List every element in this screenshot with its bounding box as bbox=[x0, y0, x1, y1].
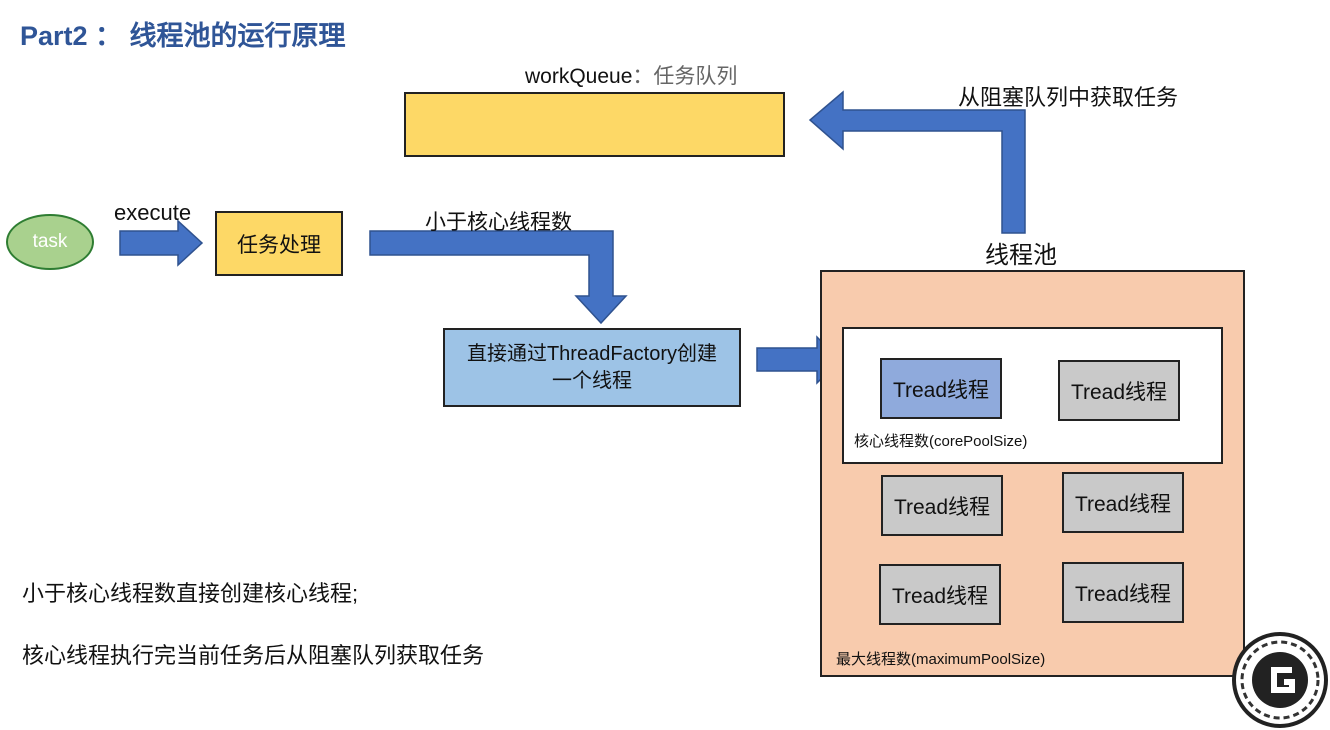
pool-to-queue-arrow bbox=[808, 90, 1026, 234]
thread-label: Tread线程 bbox=[891, 584, 989, 608]
page-title: Part2 ： 线程池的运行原理 bbox=[20, 21, 346, 51]
thread-6: Tread线程 bbox=[1062, 562, 1184, 623]
less-than-core-label: 小于核心线程数 bbox=[425, 211, 572, 234]
thread-label: Tread线程 bbox=[1074, 492, 1172, 516]
thread-label: Tread线程 bbox=[1074, 582, 1172, 606]
thread-label: Tread线程 bbox=[1070, 380, 1168, 404]
watermark-logo bbox=[1232, 632, 1328, 728]
from-queue-label: 从阻塞队列中获取任务 bbox=[958, 85, 1179, 110]
task-process-label: 任务处理 bbox=[237, 233, 321, 257]
work-queue-desc: 任务队列 bbox=[653, 65, 738, 88]
thread-5: Tread线程 bbox=[879, 564, 1001, 625]
thread-pool-label: 线程池 bbox=[985, 242, 1057, 269]
execute-arrow bbox=[119, 219, 204, 267]
task-label: task bbox=[32, 231, 68, 252]
work-queue-separator: ： bbox=[632, 65, 654, 88]
thread-label: Tread线程 bbox=[893, 495, 991, 519]
execute-label: execute bbox=[114, 200, 192, 225]
work-queue-label: workQueue：任务队列 bbox=[525, 60, 737, 90]
work-queue-box bbox=[404, 92, 785, 157]
create-thread-line-1: 直接通过ThreadFactory创建 bbox=[466, 342, 718, 365]
thread-3: Tread线程 bbox=[881, 475, 1003, 536]
core-thread-1: Tread线程 bbox=[880, 358, 1002, 419]
task-node: task bbox=[6, 214, 94, 270]
note-line-2: 核心线程执行完当前任务后从阻塞队列获取任务 bbox=[22, 643, 485, 668]
task-process-box: 任务处理 bbox=[215, 211, 343, 276]
create-thread-line-2: 一个线程 bbox=[552, 369, 632, 392]
thread-label: Tread线程 bbox=[892, 378, 990, 402]
work-queue-name: workQueue bbox=[525, 65, 633, 88]
note-line-1: 小于核心线程数直接创建核心线程; bbox=[22, 581, 359, 606]
core-thread-2: Tread线程 bbox=[1058, 360, 1180, 421]
core-pool-caption: 核心线程数(corePoolSize) bbox=[854, 433, 1028, 450]
thread-4: Tread线程 bbox=[1062, 472, 1184, 533]
less-than-core-arrow bbox=[369, 230, 628, 325]
max-pool-caption: 最大线程数(maximumPoolSize) bbox=[836, 651, 1046, 668]
create-thread-box: 直接通过ThreadFactory创建 一个线程 bbox=[443, 328, 741, 407]
